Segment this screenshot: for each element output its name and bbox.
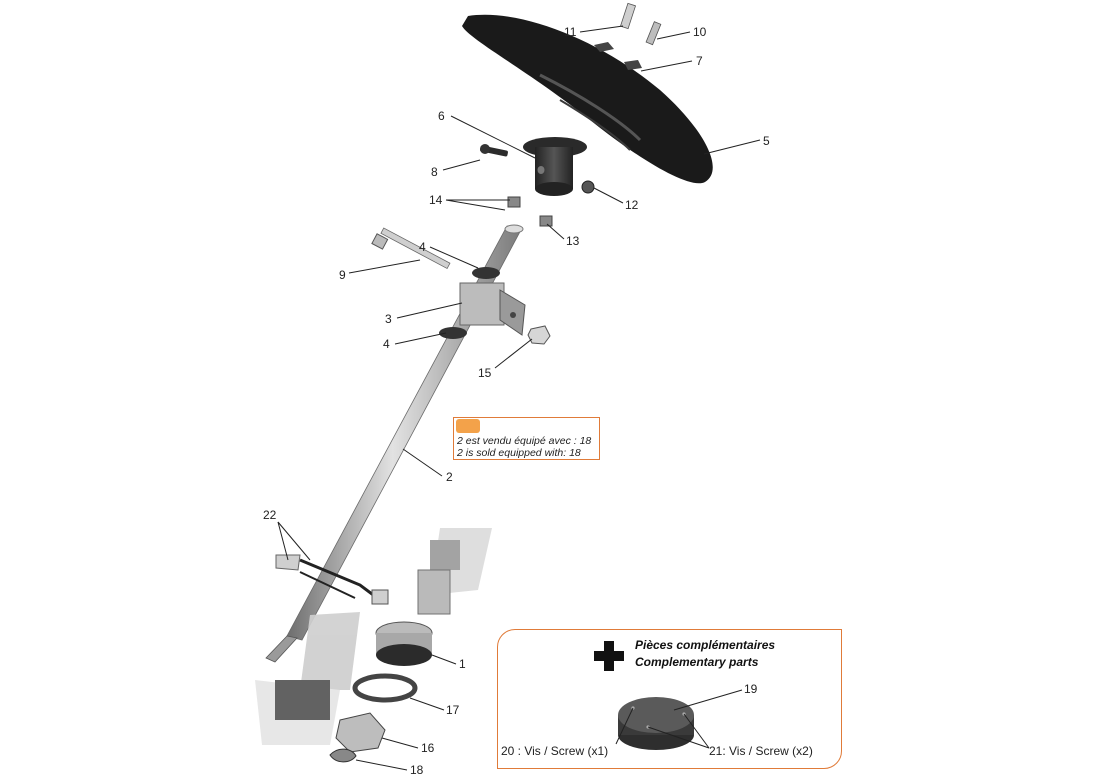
steering-hub [523,137,587,196]
sold-equipped-note: 2 est vendu équipé avec : 18 2 is sold e… [453,417,600,460]
pad-19 [615,689,743,750]
steering-wheel [462,14,713,184]
callout-10: 10 [693,25,707,39]
callout-22: 22 [263,508,277,522]
callout-9: 9 [339,268,346,282]
bolt-10 [645,21,662,46]
callout-18: 18 [410,763,424,777]
callout-14: 14 [429,193,443,207]
bolt-8 [480,144,508,157]
callout-15: 15 [478,366,492,380]
lower-column-assembly [255,528,492,745]
note-line-en: 2 is sold equipped with: 18 [457,447,581,459]
bracket-3 [459,282,526,336]
callout-4a: 4 [419,240,426,254]
washer-17 [352,673,418,703]
bearing-1 [375,621,433,666]
callouts: 11 10 7 6 5 8 12 14 13 4 9 3 4 15 2 22 1… [263,25,770,777]
ring-4a [472,267,500,279]
callout-1: 1 [459,657,466,671]
callout-6: 6 [438,109,445,123]
bolt-9 [371,227,451,270]
nut-16 [335,712,386,753]
plus-icon [594,641,624,671]
callout-19: 19 [744,682,758,696]
callout-3: 3 [385,312,392,326]
callout-4b: 4 [383,337,390,351]
ring-4b [439,327,467,339]
callout-8: 8 [431,165,438,179]
callout-20: 20 : Vis / Screw (x1) [501,744,609,758]
callout-13: 13 [566,234,580,248]
callout-7: 7 [696,54,703,68]
note-line-fr: 2 est vendu équipé avec : 18 [457,435,592,447]
wrench-icon [456,419,480,433]
callout-16: 16 [421,741,435,755]
clip-18 [329,748,357,763]
callout-21: 21: Vis / Screw (x2) [709,744,813,758]
bolt-11 [619,2,637,30]
bushing-13 [539,215,553,227]
clip-22 [275,554,389,605]
leader-lines [277,25,761,771]
nut-15 [527,325,551,345]
complementary-title-fr: Pièces complémentaires [635,638,776,652]
complementary-title-en: Complementary parts [635,655,759,669]
bushing-14 [507,196,521,208]
key-7b [624,60,642,70]
complementary-parts-panel: Pièces complémentaires Complementary par… [497,629,842,769]
callout-2: 2 [446,470,453,484]
nut-12 [581,180,595,194]
callout-12: 12 [625,198,639,212]
callout-5: 5 [763,134,770,148]
callout-11: 11 [564,25,577,39]
callout-17: 17 [446,703,460,717]
key-7a [594,42,614,52]
